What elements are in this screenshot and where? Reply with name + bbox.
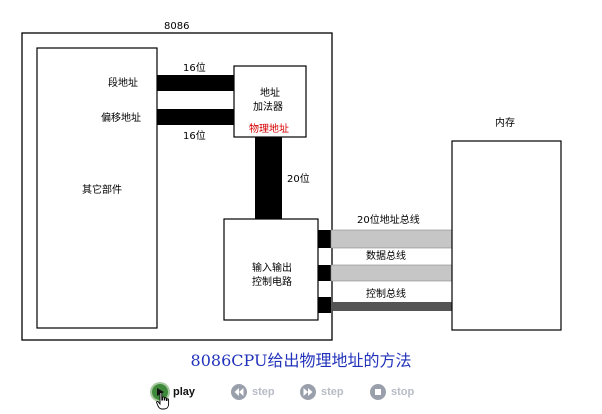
memory-box	[451, 140, 562, 331]
step-back-button[interactable]: step	[231, 382, 275, 402]
segment-address-label: 段地址	[108, 76, 138, 89]
other-parts-label: 其它部件	[82, 183, 122, 196]
stop-icon	[370, 384, 386, 400]
physical-address-label: 物理地址	[249, 122, 289, 135]
io-label-line2: 控制电路	[252, 275, 292, 288]
io-label-line1: 输入输出	[252, 261, 292, 274]
address-bus-label: 20位地址总线	[357, 213, 420, 226]
adder-label-line1: 地址	[260, 86, 280, 99]
other-parts-box	[36, 47, 158, 329]
bits-16-top-label: 16位	[183, 61, 206, 74]
rewind-icon	[231, 384, 247, 400]
step-forward-button[interactable]: step	[300, 382, 344, 402]
data-bus-label: 数据总线	[366, 249, 406, 262]
control-bus	[331, 302, 452, 311]
memory-label: 内存	[495, 116, 515, 129]
connector-control	[318, 297, 331, 313]
hand-cursor-icon	[156, 392, 170, 410]
connector-address	[318, 230, 331, 248]
offset-bus	[157, 109, 234, 125]
offset-address-label: 偏移地址	[101, 111, 141, 124]
address-adder-box	[233, 65, 307, 138]
bits-20-label: 20位	[287, 172, 310, 185]
cpu-label: 8086	[164, 21, 189, 32]
connector-data	[318, 265, 331, 281]
play-button[interactable]: play	[152, 382, 195, 402]
control-bus-label: 控制总线	[366, 287, 406, 300]
step-back-label: step	[252, 386, 275, 398]
bits-16-bottom-label: 16位	[183, 129, 206, 142]
bus-20-bit	[255, 137, 282, 219]
data-bus	[330, 264, 453, 282]
stop-button[interactable]: stop	[370, 382, 414, 402]
segment-bus	[157, 75, 234, 91]
adder-label-line2: 加法器	[253, 100, 283, 113]
cpu-box	[21, 32, 333, 341]
diagram-title: 8086CPU给出物理地址的方法	[191, 351, 412, 370]
play-label: play	[173, 386, 196, 398]
forward-icon	[300, 384, 316, 400]
address-bus	[330, 229, 453, 249]
step-forward-label: step	[321, 386, 344, 398]
stop-label: stop	[391, 386, 415, 398]
